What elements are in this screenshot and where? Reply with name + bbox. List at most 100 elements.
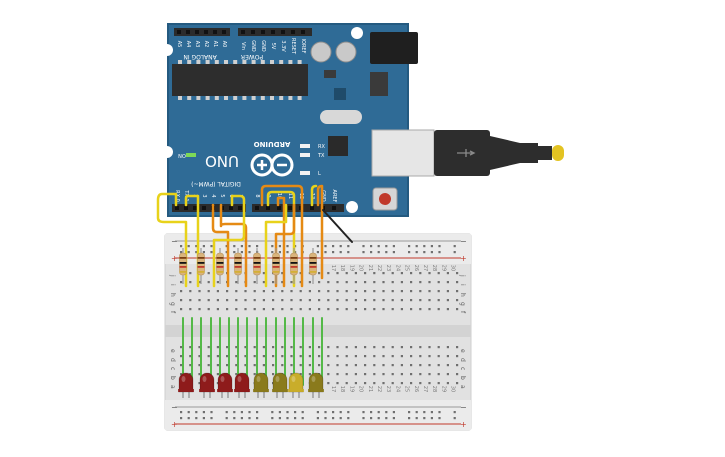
breadboard-hole[interactable] bbox=[327, 272, 330, 275]
breadboard-hole[interactable] bbox=[235, 308, 238, 311]
breadboard-hole[interactable] bbox=[400, 364, 403, 367]
breadboard-hole[interactable] bbox=[207, 299, 210, 302]
wire-yellow[interactable] bbox=[264, 203, 288, 288]
breadboard-hole[interactable] bbox=[281, 281, 284, 284]
breadboard-hole[interactable] bbox=[327, 355, 330, 358]
breadboard-hole[interactable] bbox=[235, 346, 238, 349]
breadboard-hole[interactable] bbox=[262, 281, 265, 284]
breadboard-hole[interactable] bbox=[354, 272, 357, 275]
breadboard-hole[interactable] bbox=[456, 308, 459, 311]
breadboard-hole[interactable] bbox=[446, 373, 449, 376]
breadboard-hole[interactable] bbox=[281, 364, 284, 367]
breadboard-hole[interactable] bbox=[299, 281, 302, 284]
breadboard-hole[interactable] bbox=[207, 272, 210, 275]
breadboard-hole[interactable] bbox=[290, 308, 293, 311]
breadboard-hole[interactable] bbox=[235, 364, 238, 367]
breadboard-hole[interactable] bbox=[189, 373, 192, 376]
breadboard-hole[interactable] bbox=[373, 382, 376, 385]
breadboard-hole[interactable] bbox=[180, 346, 183, 349]
digital-header-high[interactable] bbox=[252, 204, 344, 212]
breadboard-hole[interactable] bbox=[281, 272, 284, 275]
breadboard-hole[interactable] bbox=[189, 346, 192, 349]
breadboard-hole[interactable] bbox=[382, 355, 385, 358]
header-socket[interactable] bbox=[184, 206, 188, 210]
breadboard-hole[interactable] bbox=[308, 290, 311, 293]
breadboard-hole[interactable] bbox=[446, 355, 449, 358]
breadboard-hole[interactable] bbox=[428, 308, 431, 311]
breadboard-hole[interactable] bbox=[180, 245, 183, 248]
led[interactable] bbox=[308, 372, 324, 398]
breadboard-hole[interactable] bbox=[410, 364, 413, 367]
breadboard-hole[interactable] bbox=[354, 364, 357, 367]
wire-yellow[interactable] bbox=[156, 192, 188, 288]
breadboard-hole[interactable] bbox=[210, 251, 213, 254]
breadboard-hole[interactable] bbox=[294, 411, 297, 414]
breadboard-hole[interactable] bbox=[198, 382, 201, 385]
breadboard-hole[interactable] bbox=[324, 245, 327, 248]
breadboard-hole[interactable] bbox=[180, 290, 183, 293]
header-socket[interactable] bbox=[261, 30, 265, 34]
breadboard-hole[interactable] bbox=[415, 245, 418, 248]
breadboard-hole[interactable] bbox=[262, 299, 265, 302]
breadboard-hole[interactable] bbox=[419, 355, 422, 358]
breadboard-hole[interactable] bbox=[290, 346, 293, 349]
breadboard-hole[interactable] bbox=[428, 290, 431, 293]
breadboard-hole[interactable] bbox=[195, 411, 198, 414]
header-socket[interactable] bbox=[238, 206, 242, 210]
header-socket[interactable] bbox=[291, 30, 295, 34]
breadboard-hole[interactable] bbox=[281, 308, 284, 311]
breadboard-hole[interactable] bbox=[308, 299, 311, 302]
breadboard-hole[interactable] bbox=[410, 308, 413, 311]
digital-header-low[interactable] bbox=[172, 204, 246, 212]
breadboard-hole[interactable] bbox=[253, 281, 256, 284]
header-socket[interactable] bbox=[241, 30, 245, 34]
breadboard-hole[interactable] bbox=[248, 251, 251, 254]
breadboard-hole[interactable] bbox=[336, 290, 339, 293]
breadboard-hole[interactable] bbox=[308, 364, 311, 367]
breadboard-hole[interactable] bbox=[286, 411, 289, 414]
header-socket[interactable] bbox=[195, 30, 199, 34]
breadboard-hole[interactable] bbox=[382, 299, 385, 302]
breadboard-hole[interactable] bbox=[419, 346, 422, 349]
breadboard-hole[interactable] bbox=[332, 411, 335, 414]
breadboard-hole[interactable] bbox=[195, 417, 198, 420]
header-socket[interactable] bbox=[204, 30, 208, 34]
breadboard-hole[interactable] bbox=[415, 251, 418, 254]
breadboard-hole[interactable] bbox=[437, 346, 440, 349]
breadboard-hole[interactable] bbox=[446, 272, 449, 275]
breadboard-hole[interactable] bbox=[446, 382, 449, 385]
breadboard-hole[interactable] bbox=[189, 308, 192, 311]
breadboard-hole[interactable] bbox=[385, 245, 388, 248]
breadboard-hole[interactable] bbox=[391, 364, 394, 367]
breadboard-hole[interactable] bbox=[225, 411, 228, 414]
breadboard-hole[interactable] bbox=[373, 281, 376, 284]
breadboard-hole[interactable] bbox=[382, 382, 385, 385]
breadboard-hole[interactable] bbox=[410, 355, 413, 358]
breadboard-hole[interactable] bbox=[408, 251, 411, 254]
header-socket[interactable] bbox=[251, 30, 255, 34]
breadboard-hole[interactable] bbox=[202, 411, 205, 414]
breadboard-hole[interactable] bbox=[339, 411, 342, 414]
breadboard-hole[interactable] bbox=[423, 411, 426, 414]
breadboard-hole[interactable] bbox=[354, 382, 357, 385]
breadboard-hole[interactable] bbox=[281, 355, 284, 358]
breadboard-hole[interactable] bbox=[370, 417, 373, 420]
breadboard-hole[interactable] bbox=[290, 299, 293, 302]
breadboard-hole[interactable] bbox=[345, 346, 348, 349]
breadboard-hole[interactable] bbox=[308, 373, 311, 376]
breadboard-hole[interactable] bbox=[423, 245, 426, 248]
breadboard-hole[interactable] bbox=[347, 251, 350, 254]
breadboard-hole[interactable] bbox=[345, 281, 348, 284]
breadboard-hole[interactable] bbox=[336, 364, 339, 367]
breadboard-hole[interactable] bbox=[327, 308, 330, 311]
breadboard-hole[interactable] bbox=[202, 417, 205, 420]
breadboard-hole[interactable] bbox=[256, 417, 259, 420]
breadboard-hole[interactable] bbox=[262, 364, 265, 367]
breadboard-hole[interactable] bbox=[187, 411, 190, 414]
breadboard-hole[interactable] bbox=[415, 411, 418, 414]
breadboard-hole[interactable] bbox=[216, 299, 219, 302]
breadboard-hole[interactable] bbox=[189, 272, 192, 275]
breadboard-hole[interactable] bbox=[336, 373, 339, 376]
breadboard-hole[interactable] bbox=[248, 411, 251, 414]
breadboard-hole[interactable] bbox=[299, 346, 302, 349]
